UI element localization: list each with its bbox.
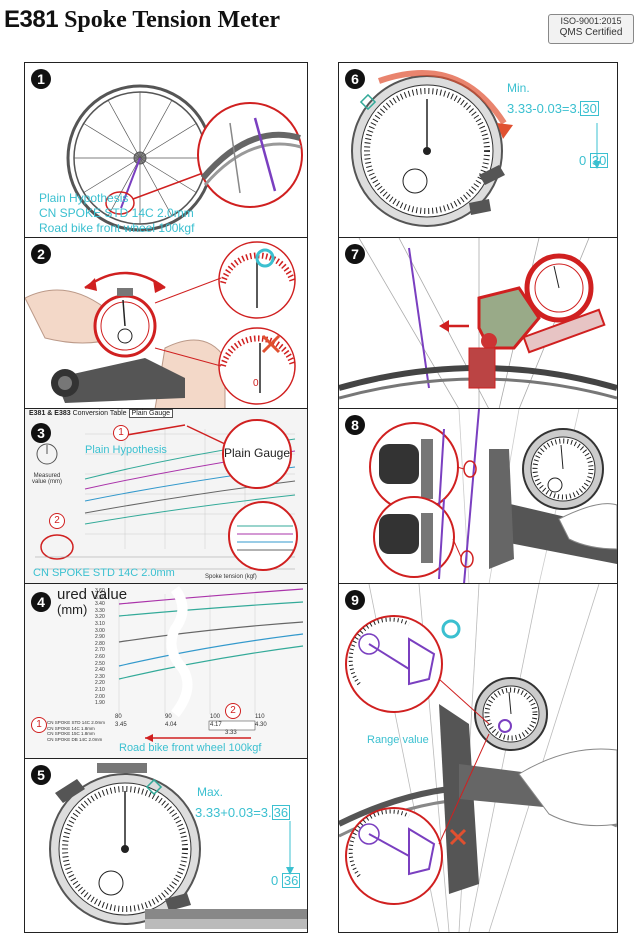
highlighted-value: 3.33 <box>225 730 237 736</box>
hypothesis-label: Plain Hypothesis <box>39 191 129 205</box>
measured-value-heading: ured value <box>57 586 128 603</box>
legend-entry: CN SPOKE DB 14C 2.0mm <box>47 736 103 742</box>
step-number: 7 <box>345 244 365 264</box>
table-title: E381 & E383 <box>29 410 71 417</box>
x-tick-label: 90 <box>165 714 172 720</box>
y-tick-label: 3.50 <box>95 594 105 601</box>
min-result: 0 30 <box>579 153 609 168</box>
y-tick-label: 3.30 <box>95 607 105 614</box>
min-formula-text: 3.33-0.03=3. <box>507 101 581 116</box>
step-number: 3 <box>31 423 51 443</box>
min-result-prefix: 0 <box>579 153 587 168</box>
mount-tool-illustration <box>339 238 617 409</box>
y-tick-label: 2.30 <box>95 673 105 680</box>
model-number: E381 <box>4 6 59 33</box>
wheel-caption: Road bike front wheel 100kgf <box>119 742 262 754</box>
certification-badge: ISO-9001:2015 QMS Certified <box>548 14 634 44</box>
y-tick-label: 3.10 <box>95 621 105 627</box>
unit-label: (mm) <box>57 602 88 617</box>
y-tick-label: 1.90 <box>95 700 105 707</box>
min-result-boxed: 30 <box>589 153 609 168</box>
y-tick-label: 3.00 <box>95 627 105 634</box>
step-number: 6 <box>345 69 365 89</box>
step-6-panel: 6 Min. 3.33-0.03=3.30 0 30 <box>338 62 618 239</box>
table-subtitle: Conversion Table <box>72 410 127 417</box>
conversion-chart-zoom <box>118 586 304 742</box>
min-label: Min. <box>507 81 530 95</box>
step-number: 5 <box>31 765 51 785</box>
cert-line-1: ISO-9001:2015 <box>560 16 622 26</box>
min-boxed-value: 30 <box>580 101 599 116</box>
y-tick-label: 2.60 <box>95 654 105 660</box>
y-tick-label: 3.20 <box>95 614 105 621</box>
step-8-panel: 8 <box>338 408 618 585</box>
marker-2: 2 <box>49 513 65 529</box>
legend-entry: CN SPOKE 15C 1.8mm <box>47 731 95 736</box>
svg-text:0: 0 <box>253 378 259 389</box>
reading-range-illustration <box>339 584 617 932</box>
min-formula: 3.33-0.03=3.30 <box>507 101 599 116</box>
legend-entry: CN SPOKE STD 14C 2.0mm <box>47 720 106 725</box>
plain-hypothesis-label: Plain Hypothesis <box>85 444 167 456</box>
step-7-panel: 7 <box>338 237 618 410</box>
max-result: 0 36 <box>271 873 301 888</box>
row-value: 3.45 <box>115 722 127 728</box>
step-number: 8 <box>345 415 365 435</box>
y-tick-label: 3.40 <box>95 601 105 608</box>
y-tick-label: 2.50 <box>95 660 105 667</box>
zero-calibration-illustration: 0 <box>25 241 296 409</box>
step-5-panel: 5 Max. 3.33+0.03=3.36 0 36 <box>24 758 308 933</box>
spoke-spec-label: CN SPOKE STD 14C 2.0mm <box>33 567 175 579</box>
marker-2: 2 <box>225 703 241 719</box>
y-tick-label: 3.60 <box>95 588 105 594</box>
marker-1: 1 <box>113 425 129 441</box>
measured-value-label: Measured value (mm) <box>31 473 62 485</box>
product-name: Spoke Tension Meter <box>64 7 281 33</box>
row-value: 4.17 <box>210 722 222 728</box>
step-1-panel: 1 Plain Hypothesis CN SPOKE STD 14C 2.0m… <box>24 62 308 239</box>
step-2-panel: 2 0 <box>24 237 308 410</box>
y-tick-label: 2.40 <box>95 667 105 674</box>
y-tick-label: 2.20 <box>95 680 105 687</box>
step-number: 2 <box>31 244 51 264</box>
max-formula: 3.33+0.03=3.36 <box>195 805 291 820</box>
step-9-panel: 9 Range value <box>338 583 618 933</box>
plain-gauge-tab: Plain Gauge <box>128 409 174 418</box>
max-formula-text: 3.33+0.03=3. <box>195 805 272 820</box>
wheel-illustration <box>66 84 303 232</box>
row-value: 4.04 <box>165 722 177 728</box>
max-result-boxed: 36 <box>281 873 301 888</box>
x-axis-label: Spoke tension (kgf) <box>205 574 257 580</box>
y-tick-label: 2.10 <box>95 687 105 693</box>
cert-line-2: QMS Certified <box>559 27 623 38</box>
max-boxed-value: 36 <box>271 805 291 820</box>
x-tick-label: 80 <box>115 714 122 720</box>
conversion-chart-thumbnail <box>35 419 298 571</box>
spoke-spec: CN SPOKE STD 14C 2.0mm <box>39 206 194 220</box>
y-tick-label: 2.70 <box>95 647 105 654</box>
step-3-panel: 3 E381 & E383 Conversion Table Plain Gau… <box>24 408 308 585</box>
y-tick-label: 2.90 <box>95 634 105 641</box>
step-number: 4 <box>31 592 51 612</box>
x-tick-label: 110 <box>255 714 265 720</box>
legend-entry: CN SPOKE 14C 1.8mm <box>47 725 95 731</box>
max-label: Max. <box>197 785 224 799</box>
step-number: 9 <box>345 590 365 610</box>
page-title: E381 Spoke Tension Meter <box>4 6 280 34</box>
row-value: 4.30 <box>255 722 267 728</box>
table-header: E381 & E383 Conversion Table Plain Gauge <box>29 409 174 418</box>
range-value-label: Range value <box>367 734 429 746</box>
dial-max-illustration <box>49 763 307 929</box>
plain-gauge-callout: Plain Gauge <box>223 446 291 460</box>
y-tick-label: 2.80 <box>95 640 105 647</box>
x-tick-label: 100 <box>210 714 221 720</box>
step-number: 1 <box>31 69 51 89</box>
max-result-prefix: 0 <box>271 873 279 888</box>
marker-1: 1 <box>31 717 47 733</box>
dial-min-illustration <box>351 70 601 227</box>
wheel-spec: Road bike front wheel 100kgf <box>39 221 195 235</box>
y-tick-label: 2.00 <box>95 693 105 700</box>
clamp-spoke-illustration <box>369 409 617 584</box>
